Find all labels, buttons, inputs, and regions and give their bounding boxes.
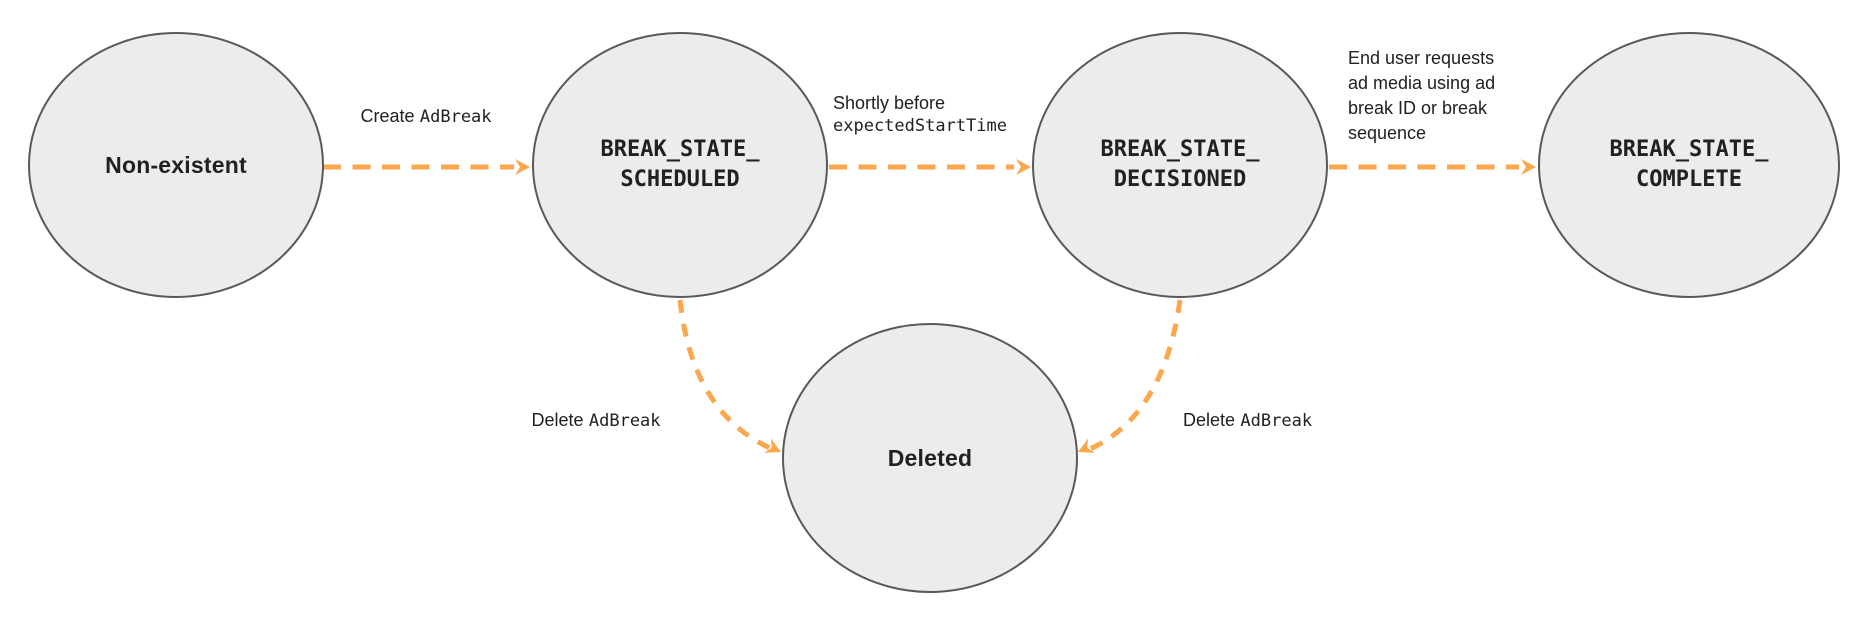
state-node-non-existent xyxy=(28,32,324,298)
arrowhead-delete-from-decisioned-icon xyxy=(1078,438,1095,453)
arrow-delete-from-scheduled xyxy=(677,299,772,451)
arrowhead-end-user-requests-icon xyxy=(1521,159,1536,175)
edge-label-shortly-before: Shortly before expectedStartTime xyxy=(833,93,1007,136)
state-node-deleted xyxy=(782,323,1078,593)
arrowhead-delete-from-scheduled-icon xyxy=(764,438,781,453)
state-node-break-state-scheduled xyxy=(532,32,828,298)
state-node-break-state-complete xyxy=(1538,32,1840,298)
arrowhead-shortly-before-icon xyxy=(1016,159,1031,175)
state-node-break-state-decisioned xyxy=(1032,32,1328,298)
arrow-delete-from-decisioned xyxy=(1088,299,1183,452)
edge-label-end-user-requests: End user requests ad media using ad brea… xyxy=(1348,48,1496,143)
arrowhead-create-adbreak-icon xyxy=(515,159,530,175)
